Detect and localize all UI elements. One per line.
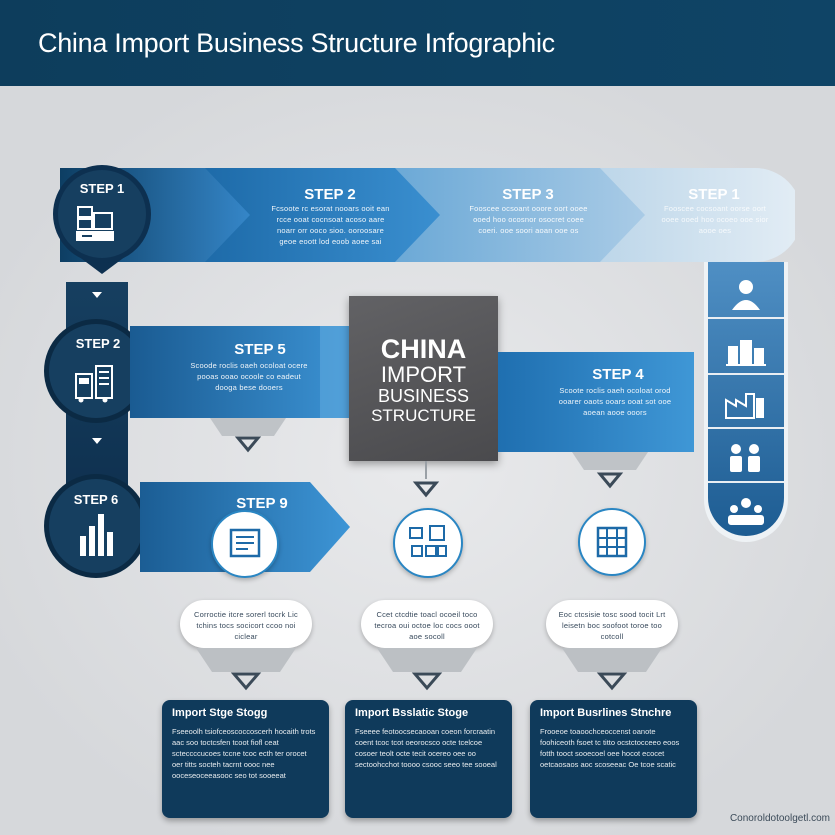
step-4-label: STEP 4 [592, 366, 644, 383]
center-box: CHINA IMPORT BUSINESS STRUCTURE [349, 296, 498, 461]
bubble-2-text: Ccet ctcdtie toacl ocoeil toco tecroa ou… [374, 610, 480, 641]
step-4-text: Scoote roclis oaeh ocoloat orod ooarer o… [558, 386, 672, 417]
center-box-line4: STRUCTURE [371, 406, 476, 425]
bubble-3-connector [562, 648, 662, 691]
bubble-2-circle [393, 508, 463, 578]
card-2-title: Import Bsslatic Stoge [355, 707, 469, 719]
step-6-label: STEP 6 [73, 492, 119, 507]
page-title: China Import Business Structure Infograp… [38, 28, 555, 58]
bubble-2: Ccet ctcdtie toacl ocoeil toco tecroa ou… [361, 600, 493, 648]
card-2-text: Fseeee feotoocsecaooan coeon forcraatin … [355, 727, 497, 769]
bar-chart-icon [80, 514, 113, 556]
team-icon [728, 498, 764, 525]
building-icon [596, 526, 628, 558]
top-chevron-4 [580, 168, 795, 262]
worker-icon [732, 280, 760, 310]
center-box-line1: CHINA [380, 334, 467, 364]
arrow-down-1 [92, 292, 102, 298]
bubble-1-text: Corroctie itcre sorerl tocrk Lic tchins … [194, 610, 298, 641]
top-step-4-text: Fooscee cocsoant oorse oort ooee ooed ho… [661, 204, 769, 235]
machinery-icon [75, 365, 113, 403]
top-step-2-label: STEP 2 [304, 186, 356, 203]
watermark: Conoroldotoolgetl.com [729, 813, 830, 824]
bubble-3-text: Eoc ctcsisie tosc sood tocit Lrt leisetn… [558, 610, 666, 641]
card-3-text: Frooeoe toaoochceoccenst oanote foohiceo… [540, 727, 680, 769]
card-1: Import Stge Stogg Fseeoolh tsiofceoscocc… [162, 700, 329, 818]
top-step-3-text: Fooscee ocsoant ooore oort ooee ooed hoo… [469, 204, 588, 235]
people-icon [730, 444, 760, 472]
bubble-3: Eoc ctcsisie tosc sood tocit Lrt leisetn… [546, 600, 678, 648]
step-4-band [498, 352, 694, 452]
top-step-2-text: Fcsoote rc esorat nooars ooit ean rcce o… [271, 204, 390, 246]
step-5-down-connector [210, 418, 286, 453]
bubble-3-circle [578, 508, 646, 576]
step-6-circle [44, 474, 148, 578]
card-1-text: Fseeoolh tsiofceoscoccoscerh hocaith tro… [172, 727, 316, 780]
card-3-title: Import Busrlines Stnchre [540, 707, 672, 719]
center-down-connector [412, 461, 440, 498]
step-5-band [130, 326, 352, 418]
step-5-text: Scoode roclis oaeh ocoloat ocere pooas o… [190, 361, 308, 392]
center-box-line3: BUSINESS [377, 386, 470, 406]
document-icon [229, 528, 261, 558]
step-2-left-label: STEP 2 [75, 336, 121, 351]
top-chevron-3 [390, 168, 645, 262]
cargo-boxes-icon [76, 206, 114, 241]
top-step-4-label: STEP 1 [688, 186, 740, 203]
bubble-2-connector [377, 648, 477, 691]
factory-icon [725, 393, 764, 419]
bubble-1-connector [196, 648, 296, 691]
arrow-down-2 [92, 438, 102, 444]
header-bar: China Import Business Structure Infograp… [0, 0, 835, 86]
step-1-label: STEP 1 [79, 181, 125, 196]
step-9-label: STEP 9 [236, 495, 288, 512]
card-2: Import Bsslatic Stoge Fseeee feotoocseca… [345, 700, 512, 818]
center-box-line2: IMPORT [380, 362, 467, 387]
top-chevron-2 [200, 168, 440, 262]
top-step-3-label: STEP 3 [502, 186, 554, 203]
step-5-label: STEP 5 [234, 341, 286, 358]
card-3: Import Busrlines Stnchre Frooeoe toaooch… [530, 700, 697, 818]
step-4-down-connector [572, 452, 648, 489]
network-boxes-icon [409, 525, 447, 557]
card-1-title: Import Stge Stogg [172, 707, 268, 719]
warehouse-icon [726, 340, 766, 366]
bubble-1: Corroctie itcre sorerl tocrk Lic tchins … [180, 600, 312, 648]
